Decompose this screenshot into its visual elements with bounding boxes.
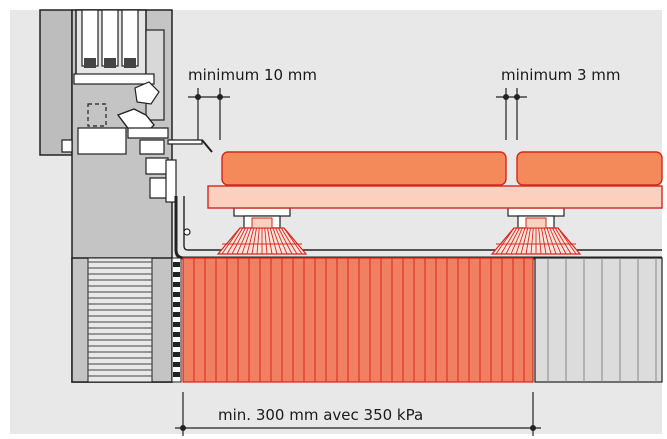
dimension-10mm (188, 88, 230, 140)
insulation-gray (534, 257, 663, 383)
label-width: min. 300 mm avec 350 kPa (218, 406, 423, 424)
tile-left (221, 151, 507, 186)
label-minimum-10mm: minimum 10 mm (188, 66, 317, 84)
dimension-3mm (496, 88, 527, 140)
grill-lines (87, 257, 153, 383)
support-board (207, 185, 663, 209)
joint-column (171, 257, 182, 383)
pedestal (216, 207, 308, 255)
insulation-lines (193, 258, 525, 382)
pedestals (216, 207, 582, 255)
insulation-gray-lines (547, 258, 657, 382)
insulation-orange (182, 257, 534, 383)
dimension-width (175, 392, 541, 436)
tile-right (516, 151, 663, 186)
pedestal (490, 207, 582, 255)
tiles (221, 151, 663, 186)
label-minimum-3mm: minimum 3 mm (501, 66, 621, 84)
